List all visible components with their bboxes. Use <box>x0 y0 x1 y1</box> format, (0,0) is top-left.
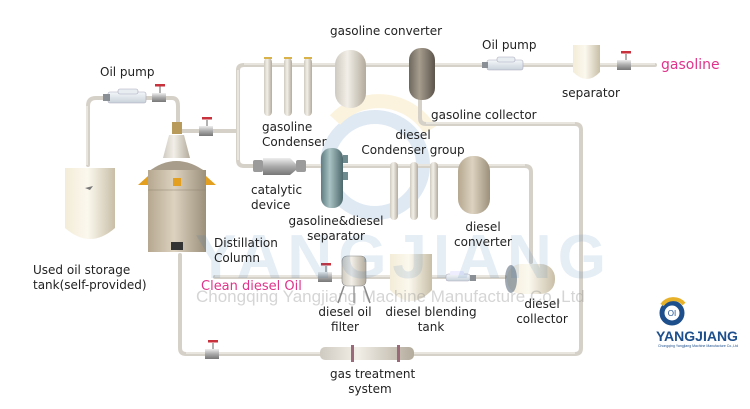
svg-text:OI: OI <box>668 309 676 318</box>
label-line: device <box>251 198 291 212</box>
label-diesel-converter: diesel converter <box>452 220 514 250</box>
separator-icon <box>573 45 600 79</box>
oil-pump-right-icon <box>482 56 524 71</box>
valve-clean-diesel-icon <box>318 263 332 282</box>
label-line: diesel <box>465 220 501 234</box>
logo-brand: YANGJIANG <box>656 328 738 344</box>
label-line: Column <box>214 251 260 265</box>
label-line: gasoline <box>262 120 313 134</box>
label-distillation-column: Distillation Column <box>214 236 278 266</box>
label-line: diesel blending <box>385 305 477 319</box>
label-line: Used oil storage <box>33 263 131 277</box>
diesel-oil-filter-icon <box>337 255 371 304</box>
gasoline-converter-icon <box>335 50 366 108</box>
transfer-pump-icon <box>445 271 476 282</box>
label-line: gasoline&diesel <box>288 214 384 228</box>
label-line: Distillation <box>214 236 278 250</box>
label-oil-pump-left: Oil pump <box>100 65 155 79</box>
label-line: separator <box>307 229 365 243</box>
label-line: Condenser <box>262 135 327 149</box>
label-diesel-condenser-group: diesel Condenser group <box>358 128 468 158</box>
label-diesel-oil-filter: diesel oil filter <box>315 305 375 335</box>
used-oil-storage-tank-icon <box>65 168 115 239</box>
catalytic-device-icon <box>253 158 306 175</box>
label-line: diesel <box>395 128 431 142</box>
diesel-converter-icon <box>458 156 490 214</box>
logo-tagline: Chongqing Yangjiang Machine Manufacture … <box>658 344 739 348</box>
label-gasoline-collector: gasoline collector <box>431 108 537 122</box>
oil-pump-left-icon <box>103 88 147 104</box>
label-line: system <box>348 382 392 396</box>
label-diesel-blending-tank: diesel blending tank <box>384 305 478 335</box>
label-catalytic-device: catalytic device <box>251 183 302 213</box>
label-line: tank <box>417 320 445 334</box>
label-gasoline-condenser: gasoline Condenser <box>262 120 327 150</box>
label-line: tank(self-provided) <box>33 278 147 292</box>
label-line: filter <box>331 320 359 334</box>
label-line: Condenser group <box>361 143 465 157</box>
label-separator: separator <box>562 86 620 100</box>
label-line: gas treatment <box>330 367 416 381</box>
label-line: collector <box>516 312 568 326</box>
gas-treatment-system-icon <box>320 345 414 362</box>
diesel-collector-icon <box>505 264 555 294</box>
gasoline-condenser-icon <box>264 57 312 116</box>
gasoline-collector-vessel-icon <box>409 48 435 100</box>
label-gasoline-diesel-separator: gasoline&diesel separator <box>283 214 389 244</box>
watermark-company: Chongqing Yangjiang Machine Manufacture … <box>196 287 585 306</box>
label-line: catalytic <box>251 183 303 197</box>
label-line: converter <box>454 235 512 249</box>
gasoline-diesel-separator-icon <box>321 148 348 208</box>
distillation-column-icon <box>138 122 216 252</box>
label-gasoline-converter: gasoline converter <box>330 24 443 38</box>
output-gasoline: gasoline <box>661 57 720 73</box>
label-diesel-collector: diesel collector <box>514 297 570 327</box>
output-clean-diesel: Clean diesel Oil <box>201 279 302 294</box>
label-line: diesel <box>524 297 560 311</box>
valve-left-top-icon <box>152 84 166 102</box>
valve-gasoline-outlet-icon <box>617 51 631 70</box>
company-logo-icon: OI <box>659 297 686 326</box>
label-used-oil-tank: Used oil storage tank(self-provided) <box>33 263 147 293</box>
valve-gas-line-icon <box>205 340 219 359</box>
label-gas-treatment-system: gas treatment system <box>330 367 416 397</box>
diesel-blending-tank-icon <box>390 254 432 301</box>
valve-column-outlet-icon <box>199 117 213 136</box>
watermark-brand: YANGJIANG <box>195 223 612 292</box>
label-line: diesel oil <box>318 305 372 319</box>
diesel-condenser-group-icon <box>390 162 438 220</box>
label-oil-pump-right: Oil pump <box>482 38 537 52</box>
